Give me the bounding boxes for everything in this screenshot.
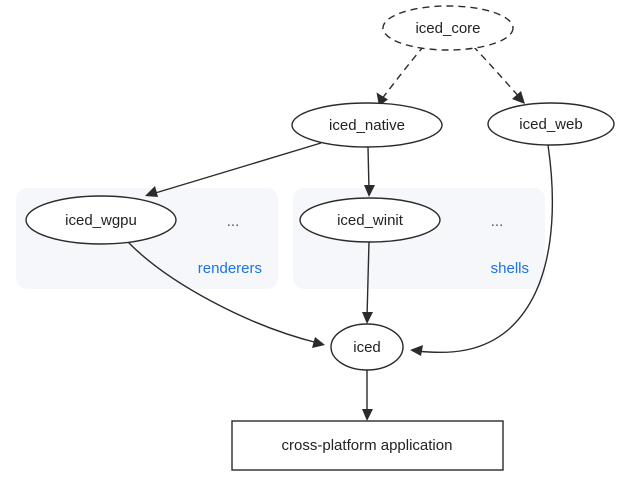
edge-native-to-winit-arrowhead	[364, 185, 375, 197]
node-application-shape[interactable]	[231, 420, 504, 471]
edge-winit-to-iced-line	[366, 241, 370, 318]
node-iced-native[interactable]: iced_native	[291, 102, 443, 148]
edge-iced-to-application	[362, 370, 373, 421]
node-iced-native-label: iced_native	[329, 117, 405, 134]
node-iced-winit-label: iced_winit	[337, 212, 404, 229]
node-iced-winit-shape[interactable]	[299, 197, 441, 243]
node-iced-core-shape[interactable]	[382, 5, 514, 51]
node-iced-native-shape[interactable]	[291, 102, 443, 148]
node-iced-winit[interactable]: iced_winit	[299, 197, 441, 243]
edge-native-to-wgpu-arrowhead	[145, 186, 158, 197]
edge-wgpu-to-iced-arrowhead	[312, 337, 325, 348]
edge-native-to-wgpu-line	[151, 142, 322, 195]
node-iced-core[interactable]: iced_core	[382, 5, 514, 51]
edge-winit-to-iced	[362, 241, 373, 324]
edge-web-to-iced-arrowhead	[410, 345, 423, 356]
edge-native-to-winit	[364, 146, 375, 197]
edge-wgpu-to-iced	[125, 239, 325, 348]
edge-native-to-wgpu	[145, 142, 322, 197]
edge-core-to-native	[376, 45, 425, 106]
node-iced-wgpu[interactable]: iced_wgpu	[25, 195, 177, 245]
edge-native-to-winit-line	[367, 146, 370, 191]
edge-web-to-iced-line	[416, 144, 553, 354]
cluster-shells-label: shells	[491, 260, 529, 277]
edge-core-to-native-line	[380, 45, 425, 101]
edge-web-to-iced	[410, 144, 553, 356]
node-iced-core-label: iced_core	[415, 20, 480, 37]
node-application-label: cross-platform application	[282, 437, 453, 454]
node-iced-web-shape[interactable]	[487, 102, 615, 146]
edge-iced-to-application-arrowhead	[362, 409, 373, 421]
edge-wgpu-to-iced-line	[125, 239, 319, 344]
node-iced-shape[interactable]	[330, 323, 404, 371]
edge-core-to-web-arrowhead	[512, 91, 525, 104]
node-application[interactable]: cross-platform application	[231, 420, 504, 471]
edge-core-to-web	[472, 45, 525, 104]
shells-ellipsis-label: ...	[491, 213, 504, 230]
node-iced-wgpu-shape[interactable]	[25, 195, 177, 245]
edge-winit-to-iced-arrowhead	[362, 312, 373, 324]
cluster-renderers-label: renderers	[198, 260, 262, 277]
edge-core-to-web-line	[472, 45, 522, 100]
node-iced-label: iced	[353, 339, 381, 356]
node-iced-wgpu-label: iced_wgpu	[65, 212, 137, 229]
node-iced-web[interactable]: iced_web	[487, 102, 615, 146]
renderers-ellipsis-label: ...	[227, 213, 240, 230]
node-iced[interactable]: iced	[330, 323, 404, 371]
node-iced-web-label: iced_web	[519, 116, 582, 133]
